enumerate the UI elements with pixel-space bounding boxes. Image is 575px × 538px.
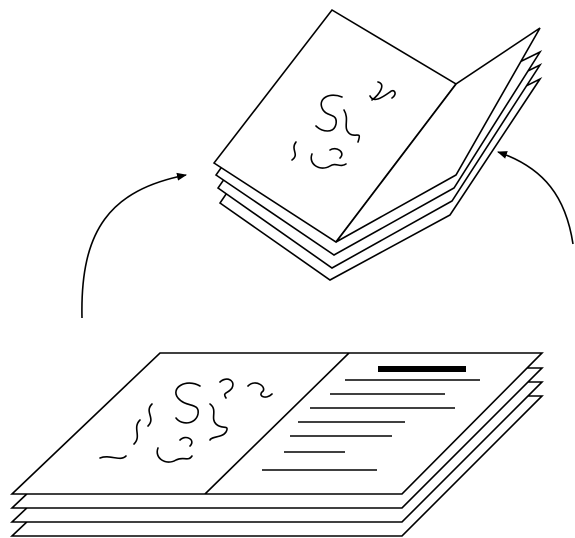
left-arrow — [82, 175, 186, 318]
flat-stack — [12, 353, 542, 536]
right-arrow — [498, 152, 573, 244]
folded-booklet — [214, 10, 540, 280]
